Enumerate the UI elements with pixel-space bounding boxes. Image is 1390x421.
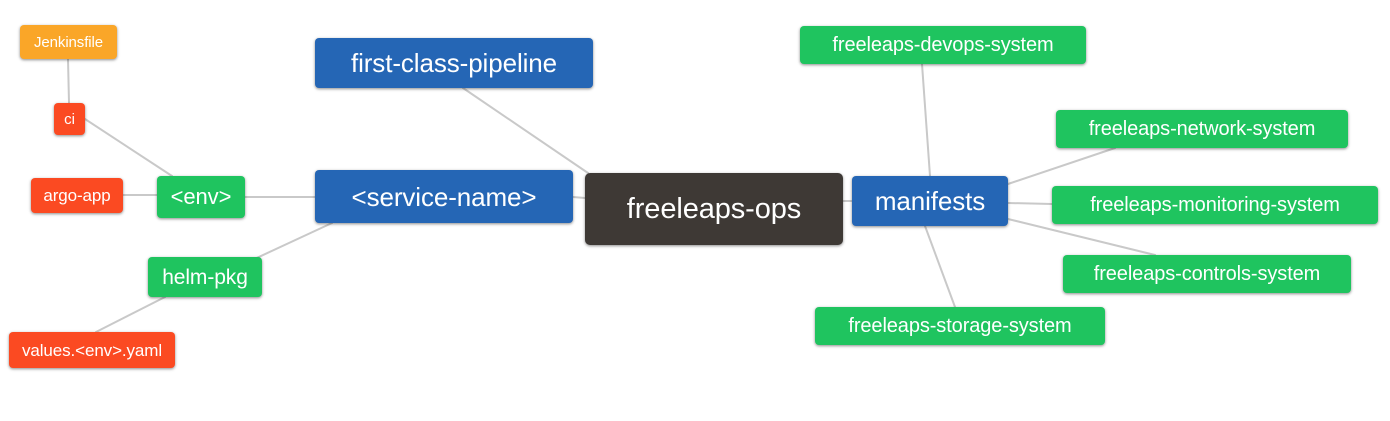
edge-manifests-network <box>1007 147 1116 185</box>
edge-manifests-monitoring <box>1007 202 1053 205</box>
mindmap-node-label: argo-app <box>43 186 111 205</box>
mindmap-node-label: freeleaps-monitoring-system <box>1090 194 1340 216</box>
mindmap-node-label: values.<env>.yaml <box>21 340 163 360</box>
edge-ci-jenkinsfile <box>67 58 70 104</box>
mindmap-node-helm-pkg[interactable]: helm-pkg <box>148 257 262 297</box>
edge-ops-pipeline <box>462 87 589 174</box>
mindmap-node-freeleaps-ops[interactable]: freeleaps-ops <box>585 173 843 245</box>
mindmap-node-label: freeleaps-network-system <box>1088 118 1316 140</box>
mindmap-node-label: freeleaps-controls-system <box>1093 263 1321 285</box>
mindmap-node-manifests[interactable]: manifests <box>852 176 1008 226</box>
mindmap-node-label: freeleaps-devops-system <box>832 34 1054 56</box>
mindmap-node-ci[interactable]: ci <box>54 103 85 135</box>
mindmap-node-argo-app[interactable]: argo-app <box>31 178 123 213</box>
mindmap-node-jenkinsfile[interactable]: Jenkinsfile <box>20 25 117 59</box>
edge-manifests-devops <box>921 63 931 177</box>
edge-env-ci <box>84 118 173 177</box>
mindmap-node-label: <service-name> <box>351 181 537 212</box>
mindmap-node-service-name[interactable]: <service-name> <box>315 170 573 223</box>
mindmap-node-freeleaps-storage-system[interactable]: freeleaps-storage-system <box>815 307 1105 345</box>
mindmap-node-freeleaps-monitoring-system[interactable]: freeleaps-monitoring-system <box>1052 186 1378 224</box>
edge-service-helm <box>247 222 333 263</box>
mindmap-node-freeleaps-network-system[interactable]: freeleaps-network-system <box>1056 110 1348 148</box>
mindmap-node-label: ci <box>64 110 75 128</box>
mindmap-node-freeleaps-controls-system[interactable]: freeleaps-controls-system <box>1063 255 1351 293</box>
mindmap-node-label: Jenkinsfile <box>34 33 103 51</box>
mindmap-node-label: first-class-pipeline <box>350 48 558 78</box>
mindmap-node-freeleaps-devops-system[interactable]: freeleaps-devops-system <box>800 26 1086 64</box>
mindmap-node-label: freeleaps-ops <box>626 192 802 225</box>
edge-ops-service <box>572 196 586 199</box>
mindmap-node-label: manifests <box>874 186 986 216</box>
mindmap-node-label: freeleaps-storage-system <box>848 315 1072 337</box>
mindmap-node-first-class-pipeline[interactable]: first-class-pipeline <box>315 38 593 88</box>
edge-helm-values <box>95 296 166 333</box>
mindmap-node-label: <env> <box>170 184 232 209</box>
mindmap-node-label: helm-pkg <box>162 265 248 289</box>
mindmap-node-values-env-yaml[interactable]: values.<env>.yaml <box>9 332 175 368</box>
mindmap-node-env[interactable]: <env> <box>157 176 245 218</box>
edge-manifests-controls <box>1007 218 1156 256</box>
edge-manifests-storage <box>924 225 956 308</box>
